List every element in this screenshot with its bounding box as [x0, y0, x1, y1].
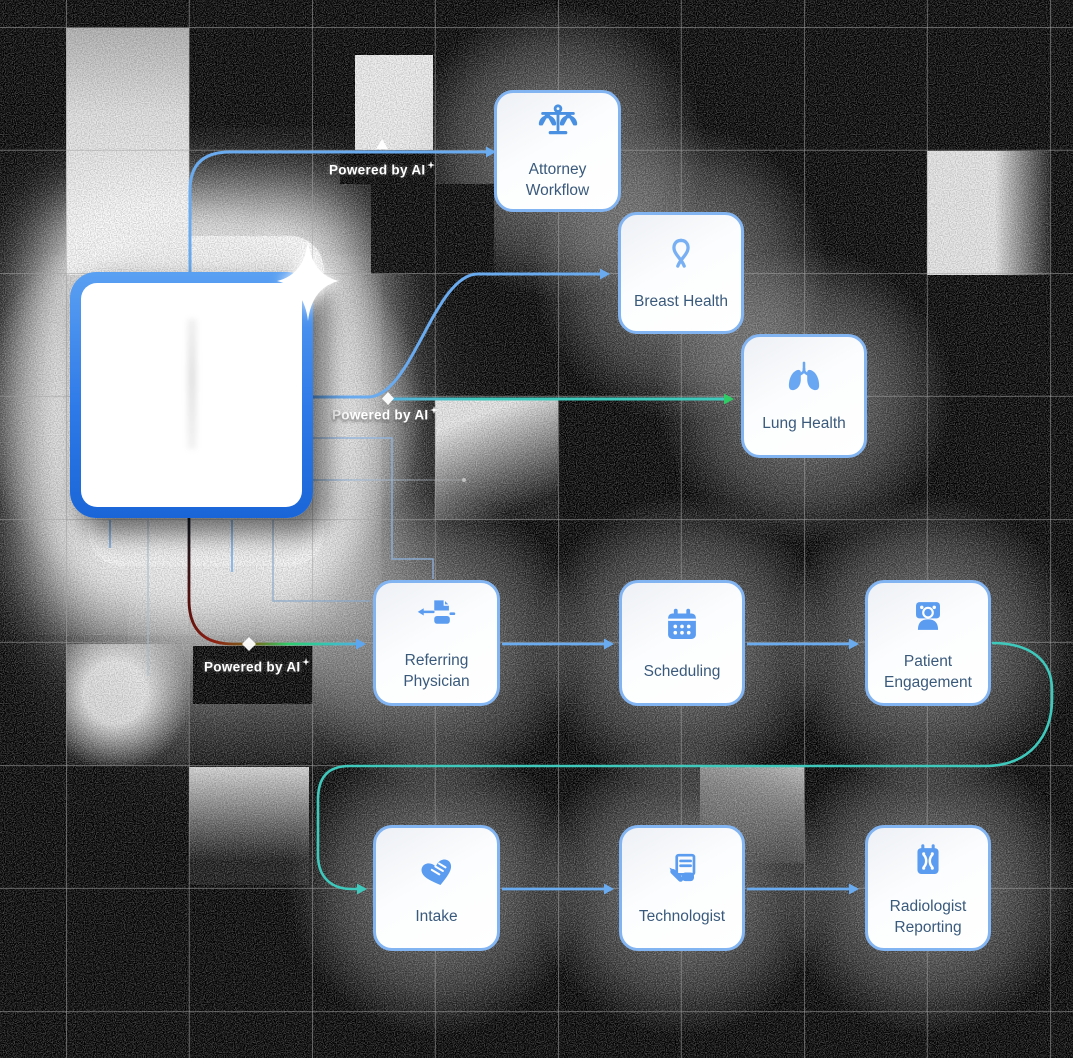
sparkle-icon: [430, 402, 439, 417]
bg-patch-dark: [371, 184, 494, 274]
scales-icon: [538, 104, 577, 135]
referral-document-icon: [417, 600, 455, 624]
calendar-icon: [668, 609, 696, 640]
powered-by-ai-label: Powered by AI: [329, 157, 436, 178]
lungs-icon: [788, 361, 820, 391]
node-label: Lung Health: [762, 415, 846, 433]
patient-screen-icon: [916, 602, 940, 630]
ai-hub-box-face: [81, 283, 302, 507]
xray-report-icon: [917, 844, 939, 874]
node-label: Patient Engagement: [884, 653, 972, 691]
node-radiologist-reporting: Radiologist Reporting: [865, 825, 991, 951]
awareness-ribbon-icon: [672, 239, 690, 268]
node-label: Referring Physician: [403, 652, 470, 690]
node-attorney-workflow: Attorney Workflow: [494, 90, 621, 212]
sparkle-icon: [302, 654, 311, 669]
node-label: Technologist: [638, 908, 726, 926]
node-label: Intake: [415, 908, 458, 926]
node-intake: Intake: [373, 825, 500, 951]
sparkle-icon: [277, 238, 339, 329]
document-pen-icon: [669, 854, 696, 883]
sparkle-icon: [427, 157, 436, 172]
bg-patch: [927, 151, 1050, 275]
node-patient-engagement: Patient Engagement: [865, 580, 991, 706]
node-label: Attorney Workflow: [525, 161, 590, 199]
node-label: Radiologist Reporting: [889, 898, 967, 936]
node-technologist: Technologist: [619, 825, 745, 951]
handshake-heart-icon: [421, 859, 451, 886]
powered-by-ai-label: Powered by AI: [332, 402, 439, 423]
node-label: Scheduling: [643, 663, 721, 681]
node-label: Breast Health: [634, 293, 728, 311]
node-lung-health: Lung Health: [741, 334, 867, 458]
powered-by-ai-label: Powered by AI: [204, 654, 311, 675]
node-scheduling: Scheduling: [619, 580, 745, 706]
node-referring-physician: Referring Physician: [373, 580, 500, 706]
node-breast-health: Breast Health: [618, 212, 744, 334]
